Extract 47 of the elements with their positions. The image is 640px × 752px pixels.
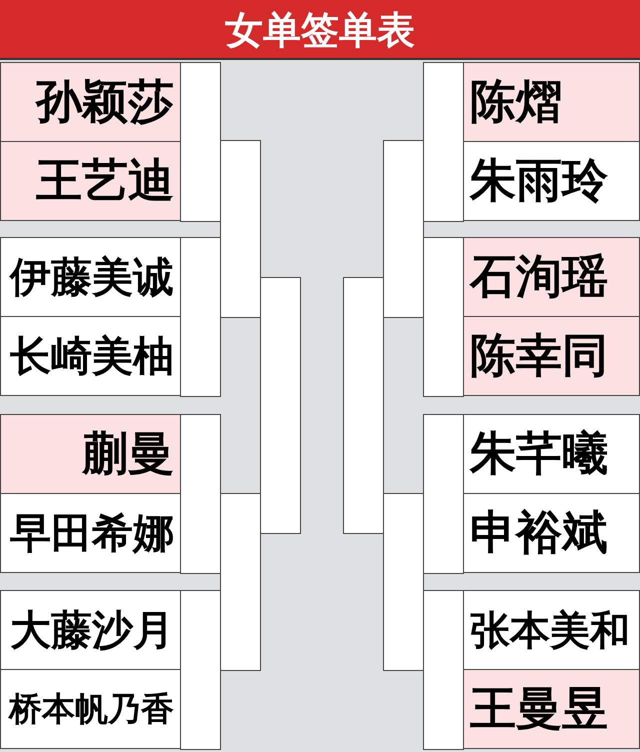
player-cell (0, 669, 181, 749)
bracket-slot (180, 414, 221, 574)
player-name: 石洵瑶 (470, 248, 608, 305)
player-cell (463, 316, 640, 396)
player-cell (463, 141, 640, 221)
bracket-slot (180, 590, 221, 750)
player-name: 王艺迪 (36, 152, 174, 209)
player-name: 桥本帆乃香 (9, 688, 174, 730)
bracket-slot (220, 140, 261, 318)
player-name: 长崎美柚 (10, 330, 174, 382)
player-cell (463, 493, 640, 573)
player-cell (463, 237, 640, 317)
player-cell (463, 590, 640, 670)
bracket-slot (260, 277, 301, 534)
player-name: 蒯曼 (82, 425, 174, 482)
player-name: 朱雨玲 (470, 152, 608, 209)
bracket-slot (423, 62, 464, 222)
player-name: 陈熠 (470, 73, 562, 130)
player-name: 大藤沙月 (10, 604, 174, 656)
player-cell (0, 237, 181, 317)
player-cell (0, 590, 181, 670)
bracket-slot (383, 140, 424, 318)
bracket-slot (383, 493, 424, 671)
title-banner: 女单签单表 (0, 0, 640, 60)
player-name: 早田希娜 (10, 508, 174, 558)
player-name: 朱芊曦 (470, 425, 608, 482)
player-cell (0, 493, 181, 573)
player-cell (0, 141, 181, 221)
bracket-slot (423, 590, 464, 750)
player-cell (0, 414, 181, 494)
player-cell (463, 62, 640, 142)
player-name: 伊藤美诚 (10, 252, 174, 302)
bracket-slot (220, 493, 261, 671)
player-name: 王曼昱 (470, 680, 608, 737)
player-cell (463, 414, 640, 494)
player-cell (0, 62, 181, 142)
player-cell (463, 669, 640, 749)
player-name: 申裕斌 (470, 504, 608, 561)
player-name: 孙颖莎 (36, 73, 174, 130)
bracket-slot (180, 237, 221, 397)
player-cell (0, 316, 181, 396)
player-name: 张本美和 (470, 606, 630, 656)
bracket-slot (423, 414, 464, 574)
bracket-slot (423, 237, 464, 397)
player-name: 陈幸同 (470, 327, 608, 384)
bracket-slot (180, 62, 221, 222)
bracket-slot (343, 277, 384, 534)
